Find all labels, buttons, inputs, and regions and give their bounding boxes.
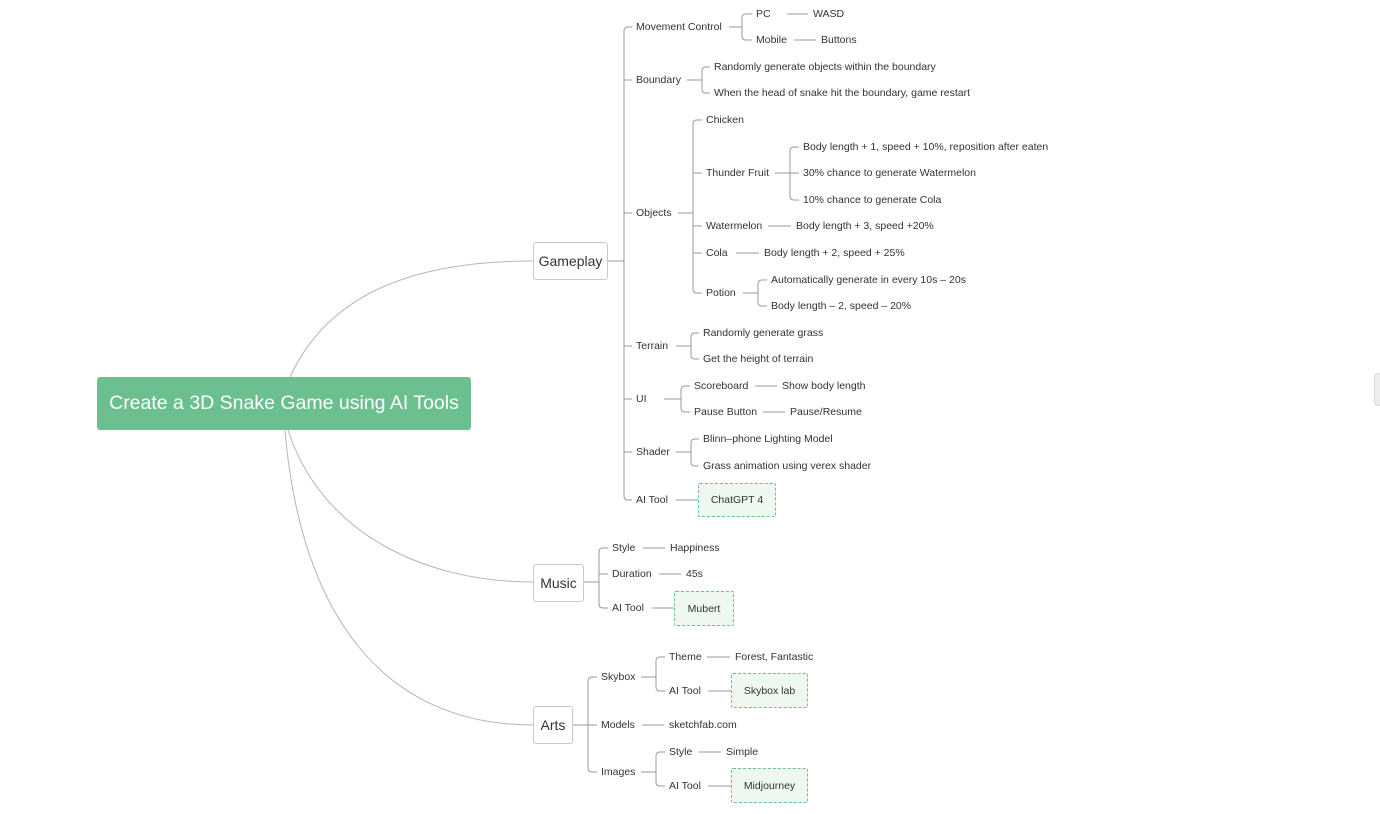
topic-potion-item[interactable]: Automatically generate in every 10s – 20…	[771, 274, 966, 286]
topic-shader[interactable]: Shader	[636, 446, 670, 458]
topic-music-duration-value[interactable]: 45s	[686, 568, 703, 580]
topic-watermelon-value[interactable]: Body length + 3, speed +20%	[796, 220, 934, 232]
topic-images-style-value[interactable]: Simple	[726, 746, 759, 758]
topic-images[interactable]: Images	[601, 766, 636, 778]
topic-terrain[interactable]: Terrain	[636, 340, 669, 352]
topic-chicken[interactable]: Chicken	[706, 114, 744, 126]
ai-tool-chatgpt-box[interactable]: ChatGPT 4	[698, 483, 776, 517]
topic-movement-control[interactable]: Movement Control	[636, 21, 722, 33]
topic-shader-item[interactable]: Blinn–phone Lighting Model	[703, 433, 833, 445]
ai-tool-skybox-lab-box[interactable]: Skybox lab	[731, 673, 808, 708]
topic-thunder-item[interactable]: 30% chance to generate Watermelon	[803, 167, 976, 179]
topic-boundary-item[interactable]: When the head of snake hit the boundary,…	[714, 87, 971, 99]
ai-tool-midjourney-box[interactable]: Midjourney	[731, 768, 808, 803]
topic-boundary-item[interactable]: Randomly generate objects within the bou…	[714, 61, 936, 73]
topic-thunder-fruit[interactable]: Thunder Fruit	[706, 167, 770, 179]
topic-potion-item[interactable]: Body length – 2, speed – 20%	[771, 300, 912, 312]
topic-ui[interactable]: UI	[636, 393, 647, 405]
topic-skybox-ai-tool[interactable]: AI Tool	[669, 685, 701, 697]
root-topic[interactable]: Create a 3D Snake Game using AI Tools	[97, 377, 471, 430]
topic-models-value[interactable]: sketchfab.com	[669, 719, 737, 731]
branch-arts[interactable]: Arts	[533, 706, 573, 744]
topic-skybox[interactable]: Skybox	[601, 671, 636, 683]
topic-shader-item[interactable]: Grass animation using verex shader	[703, 460, 872, 472]
ai-tool-mubert-box[interactable]: Mubert	[674, 591, 734, 626]
topic-skybox-theme[interactable]: Theme	[669, 651, 702, 663]
scroll-handle[interactable]	[1374, 373, 1380, 406]
topic-watermelon[interactable]: Watermelon	[706, 220, 763, 232]
topic-boundary[interactable]: Boundary	[636, 74, 681, 86]
branch-gameplay[interactable]: Gameplay	[533, 242, 608, 280]
topic-potion[interactable]: Potion	[706, 287, 736, 299]
topic-images-style[interactable]: Style	[669, 746, 693, 758]
topic-scoreboard[interactable]: Scoreboard	[694, 380, 749, 392]
topic-ai-tool[interactable]: AI Tool	[636, 494, 668, 506]
topic-scoreboard-value[interactable]: Show body length	[782, 380, 866, 392]
branch-music[interactable]: Music	[533, 564, 584, 602]
topic-models[interactable]: Models	[601, 719, 635, 731]
topic-mobile-buttons[interactable]: Buttons	[821, 34, 857, 46]
topic-music-duration[interactable]: Duration	[612, 568, 652, 580]
topic-terrain-item[interactable]: Get the height of terrain	[703, 353, 814, 365]
topic-music-style-value[interactable]: Happiness	[670, 542, 720, 554]
topic-cola[interactable]: Cola	[706, 247, 728, 259]
topic-thunder-item[interactable]: 10% chance to generate Cola	[803, 194, 942, 206]
topic-skybox-theme-value[interactable]: Forest, Fantastic	[735, 651, 814, 663]
topic-mobile[interactable]: Mobile	[756, 34, 787, 46]
topic-thunder-item[interactable]: Body length + 1, speed + 10%, reposition…	[803, 141, 1049, 153]
topic-music-style[interactable]: Style	[612, 542, 636, 554]
topic-music-ai-tool[interactable]: AI Tool	[612, 602, 644, 614]
topic-pc-wasd[interactable]: WASD	[813, 8, 845, 20]
topic-terrain-item[interactable]: Randomly generate grass	[703, 327, 824, 339]
topic-pause-button[interactable]: Pause Button	[694, 406, 758, 418]
topic-cola-value[interactable]: Body length + 2, speed + 25%	[764, 247, 905, 259]
topic-pc[interactable]: PC	[756, 8, 771, 20]
topic-objects[interactable]: Objects	[636, 207, 672, 219]
topic-images-ai-tool[interactable]: AI Tool	[669, 780, 701, 792]
topic-pause-value[interactable]: Pause/Resume	[790, 406, 862, 418]
